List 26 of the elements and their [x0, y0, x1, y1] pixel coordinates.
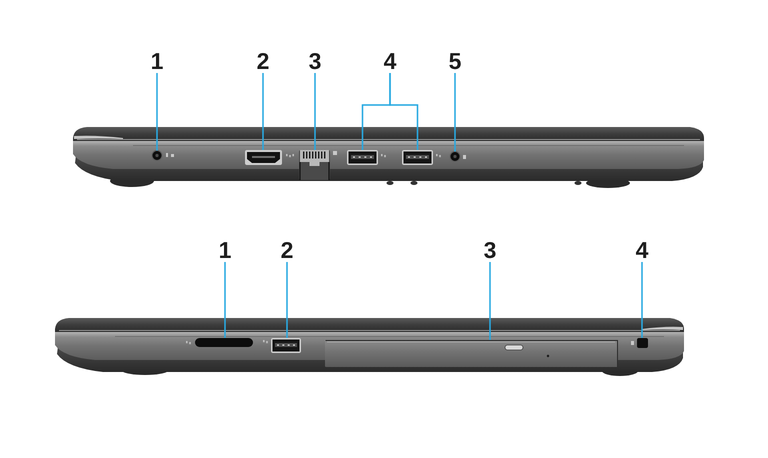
callout-number: 5 — [448, 50, 462, 73]
optical-drive-tray — [325, 340, 618, 368]
leader-line — [389, 73, 418, 150]
lock-slot-icon — [637, 338, 648, 348]
callout-number: 3 — [484, 239, 496, 262]
usb-port-icon — [402, 150, 433, 165]
callout-number: 4 — [636, 239, 648, 262]
leader-line — [262, 73, 264, 150]
callout-number: 4 — [384, 50, 396, 73]
leader-line — [489, 262, 491, 340]
usb-port-icon — [271, 338, 301, 353]
callout-number: 2 — [256, 50, 270, 73]
leader-line — [156, 73, 158, 150]
leader-line — [314, 73, 316, 150]
leader-line — [286, 262, 288, 338]
callout-number: 3 — [308, 50, 322, 73]
callout-number: 1 — [218, 239, 232, 262]
callout-number: 1 — [150, 50, 164, 73]
ethernet-port-icon — [299, 150, 330, 181]
callout-number: 2 — [280, 239, 294, 262]
leader-line — [224, 262, 226, 338]
leader-line — [454, 73, 456, 152]
leader-line — [641, 262, 643, 338]
hdmi-port-icon — [245, 150, 282, 165]
usb-port-icon — [347, 150, 378, 165]
card-slot-icon — [195, 338, 253, 347]
